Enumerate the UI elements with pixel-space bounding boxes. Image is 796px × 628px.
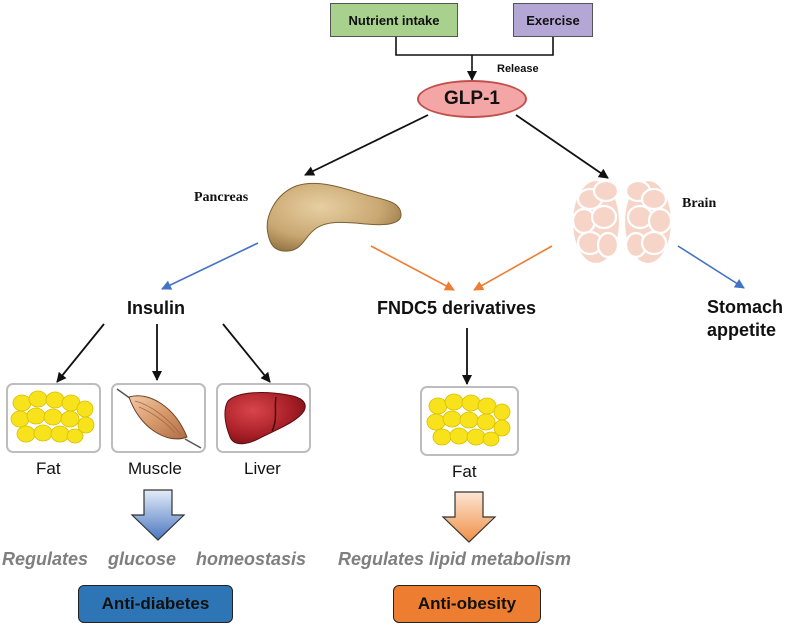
stomach-line: Stomach — [707, 297, 784, 317]
anti-diabetes-box: Anti-diabetes — [78, 585, 233, 623]
homeostasis-word: homeostasis — [196, 549, 307, 569]
fat-cells-icon — [10, 390, 95, 444]
insulin-label: Insulin — [127, 298, 185, 318]
stomach-appetite-label: Stomach appetite — [707, 296, 796, 342]
liver-tile — [216, 383, 311, 453]
fat-label-2: Fat — [452, 462, 477, 481]
release-label: Release — [497, 63, 539, 75]
lipid-block-arrow — [441, 491, 497, 543]
fat-tile-2 — [420, 386, 519, 456]
pancreas-to-fndc5-arrow — [370, 245, 455, 291]
pancreas-icon — [266, 182, 402, 252]
regulates-word: Regulates — [2, 549, 89, 569]
fndc5-label: FNDC5 derivatives — [377, 298, 537, 318]
nutrient-intake-box: Nutrient intake — [330, 3, 458, 37]
glp1-node: GLP-1 — [417, 80, 527, 118]
liver-icon — [224, 392, 306, 445]
brain-icon — [570, 178, 674, 266]
input-join-line — [395, 36, 554, 56]
insulin-to-liver-arrow — [222, 323, 271, 383]
anti-obesity-box: Anti-obesity — [393, 585, 541, 623]
fat-tile — [6, 383, 101, 453]
lipid-effect-text: Regulates lipid metabolism — [338, 549, 572, 569]
glp1-to-brain-arrow — [515, 114, 609, 179]
glp1-to-pancreas-arrow — [304, 114, 429, 176]
exercise-label: Exercise — [526, 12, 580, 28]
muscle-icon — [116, 388, 202, 449]
brain-label: Brain — [682, 196, 717, 211]
anti-obesity-label: Anti-obesity — [417, 594, 517, 613]
pancreas-label: Pancreas — [194, 190, 249, 205]
anti-diabetes-label: Anti-diabetes — [101, 594, 210, 613]
muscle-label: Muscle — [128, 459, 182, 478]
brain-to-fndc5-arrow — [473, 245, 553, 291]
exercise-box: Exercise — [513, 3, 593, 37]
muscle-tile — [111, 383, 206, 453]
appetite-line: appetite — [707, 320, 777, 340]
glucose-word: glucose — [108, 549, 177, 569]
liver-label: Liver — [244, 459, 281, 478]
nutrient-intake-label: Nutrient intake — [348, 12, 440, 28]
glucose-block-arrow — [130, 489, 186, 541]
fat-cells-icon-2 — [426, 393, 511, 447]
glp1-label: GLP-1 — [444, 88, 500, 109]
fat-label: Fat — [36, 459, 61, 478]
insulin-to-fat-arrow — [56, 323, 105, 383]
pancreas-to-insulin-arrow — [161, 242, 259, 290]
brain-to-stomach-arrow — [677, 245, 745, 289]
